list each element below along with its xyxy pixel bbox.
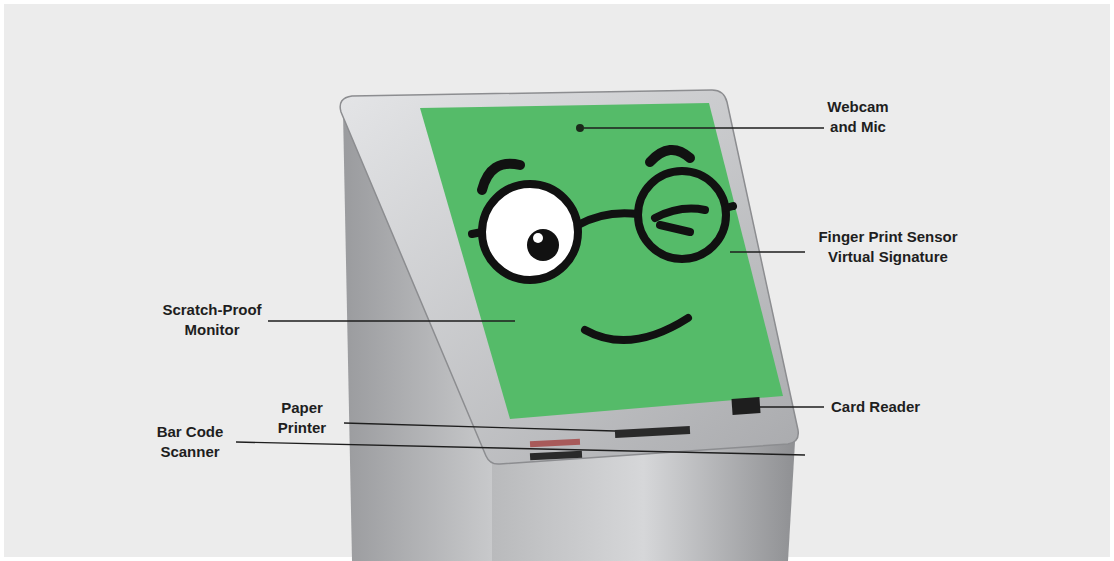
barcode-scanner [530,439,580,448]
webcam [576,124,584,132]
screen [420,103,783,419]
leader-lines [236,128,824,455]
barcode-label: Bar Code Scanner [149,422,231,462]
card-reader-label: Card Reader [831,397,920,417]
smiley-face [472,150,733,340]
printer-slot [615,426,690,438]
fingerprint-label: Finger Print Sensor Virtual Signature [801,227,976,267]
printer-label: Paper Printer [268,398,336,438]
monitor-label: Scratch-Proof Monitor [151,300,273,340]
kiosk-front [492,442,795,561]
barcode-slot [530,451,582,461]
screen-bezel [340,90,798,464]
webcam-label: Webcam and Mic [822,97,894,137]
card-reader-slot [731,397,760,415]
